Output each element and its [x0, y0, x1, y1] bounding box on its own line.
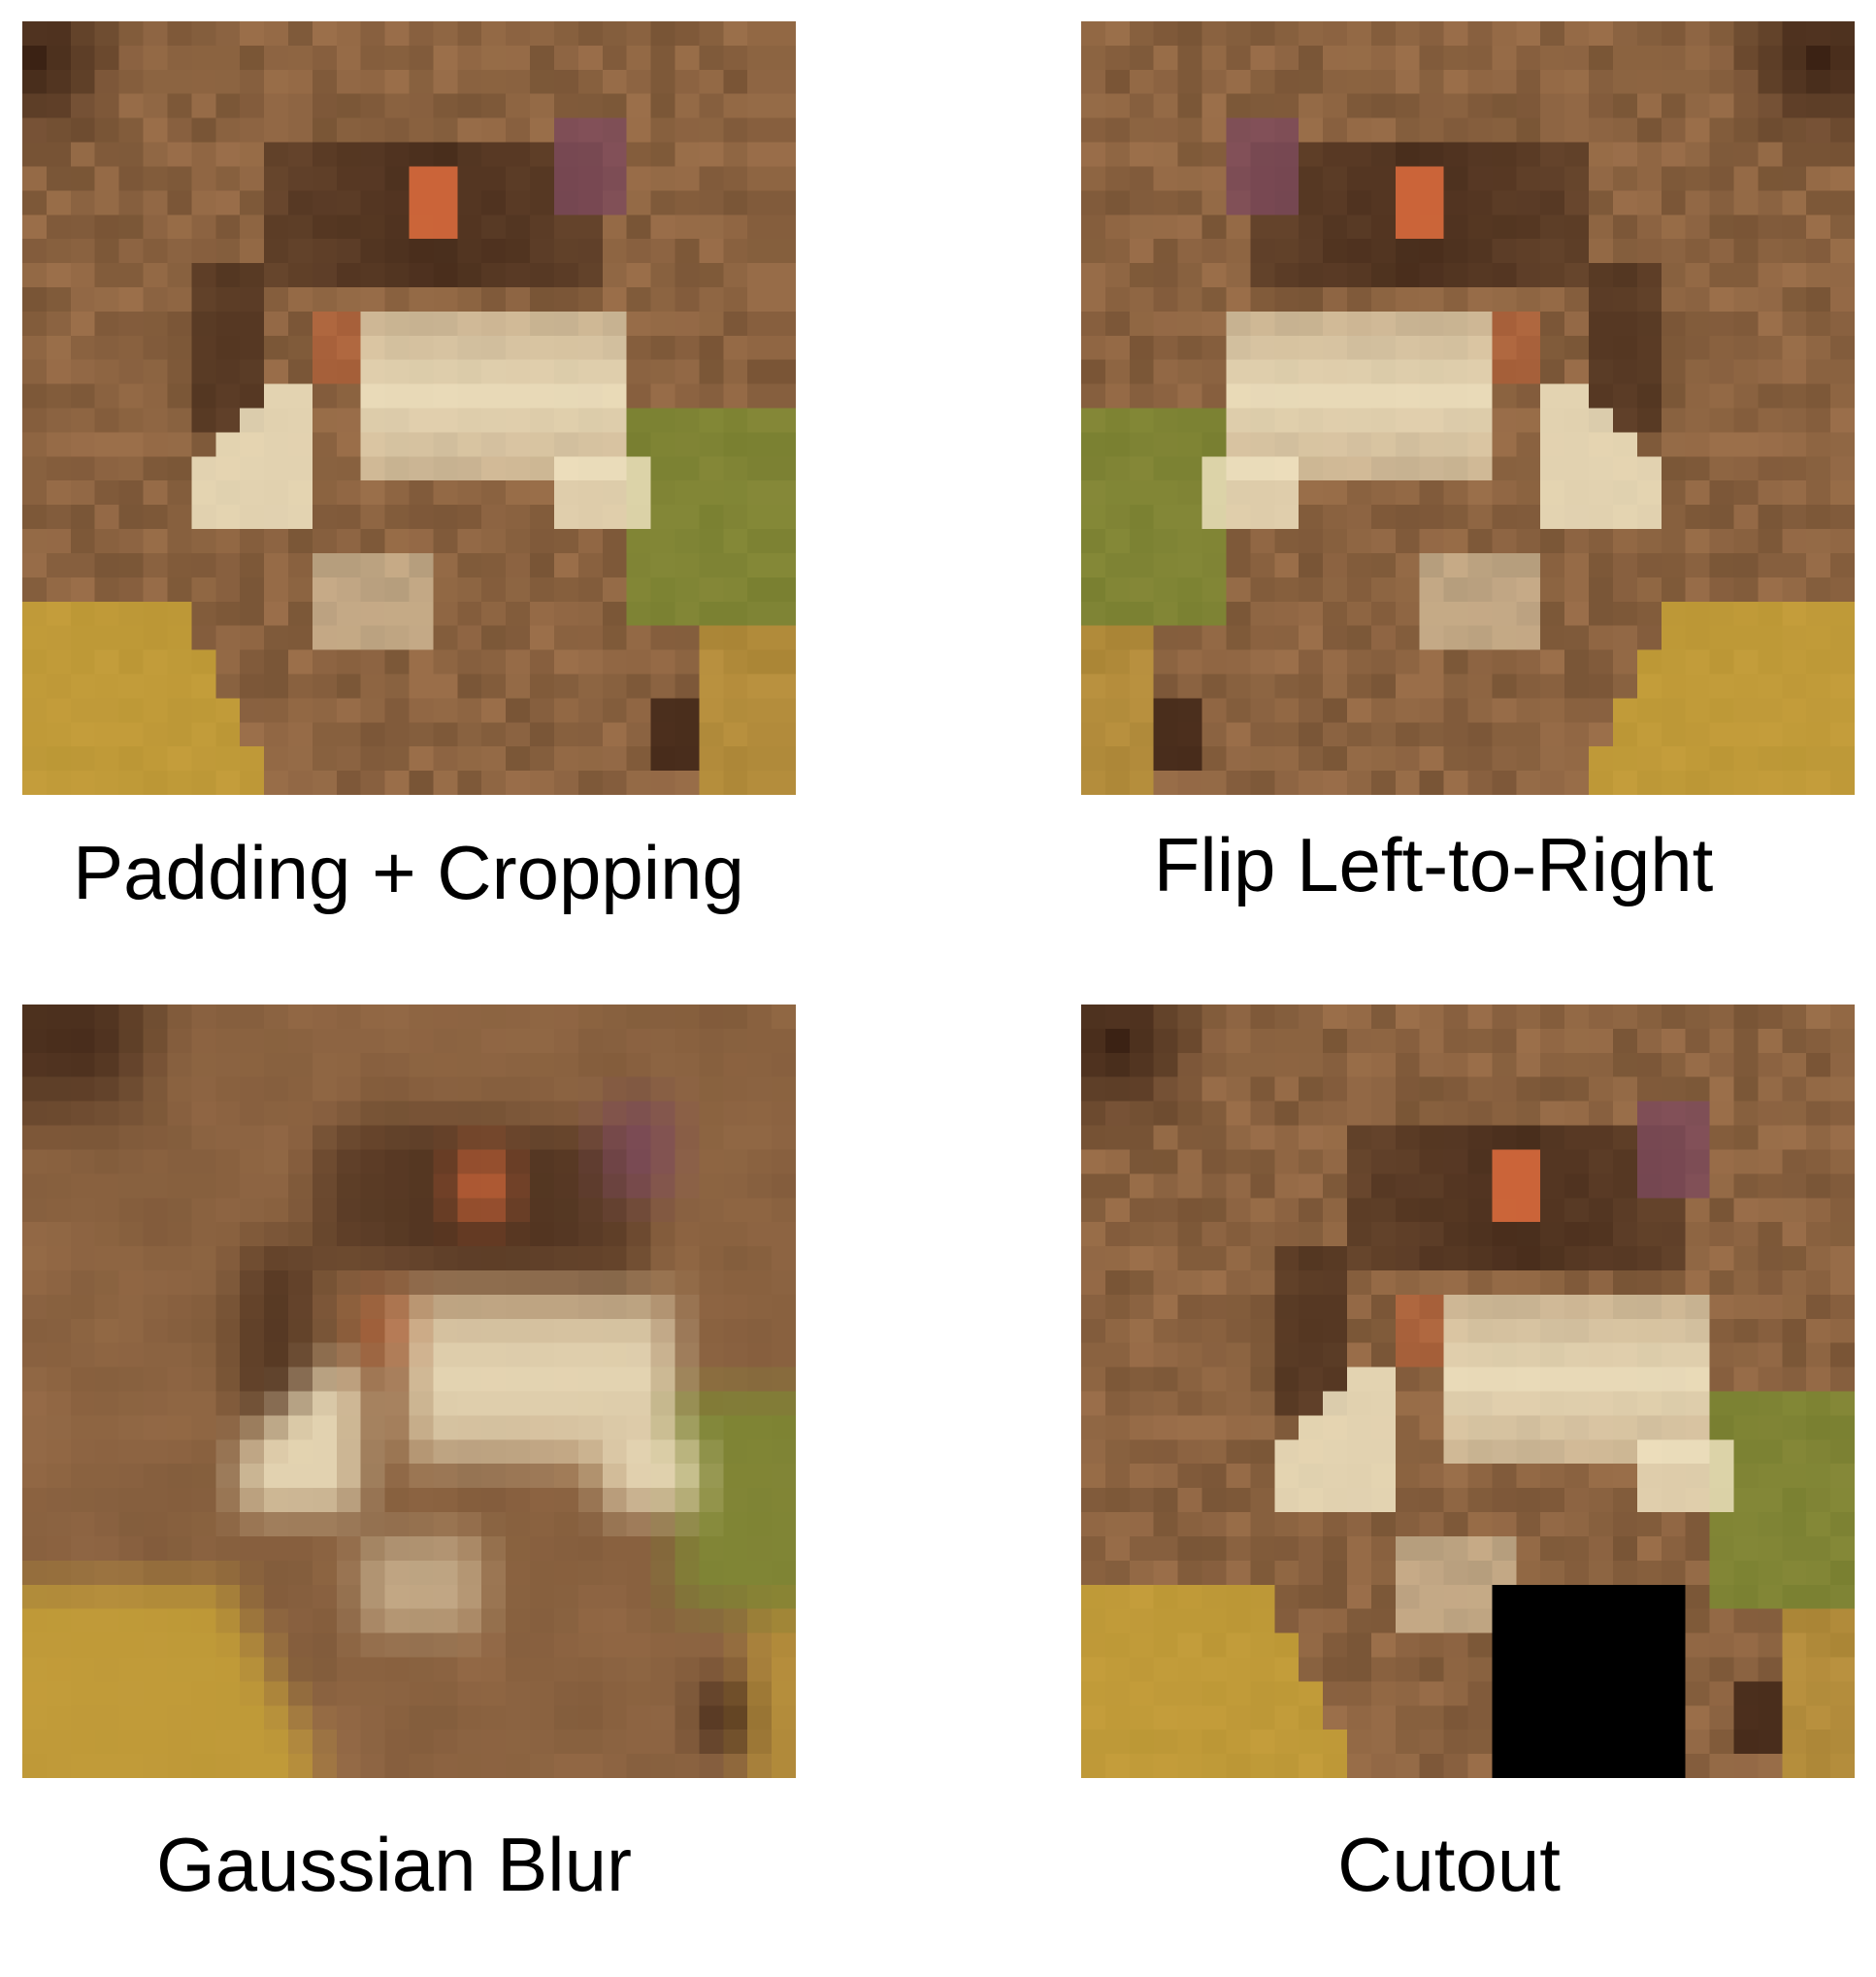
pixelated-frog-image: [22, 21, 796, 795]
augmentation-image-cutout: [1081, 1005, 1855, 1778]
augmentation-image-gaussian-blur: [22, 1005, 796, 1778]
pixelated-frog-image: [1081, 1005, 1855, 1778]
cutout-black-square: [1492, 1584, 1686, 1778]
augmentation-image-flip: [1081, 21, 1855, 795]
caption-gaussian-blur: Gaussian Blur: [156, 1822, 632, 1907]
caption-flip-left-to-right: Flip Left-to-Right: [1153, 822, 1714, 907]
caption-padding-cropping: Padding + Cropping: [73, 830, 744, 915]
augmentation-image-padding-cropping: [22, 21, 796, 795]
pixelated-frog-image: [1081, 21, 1855, 795]
caption-cutout: Cutout: [1337, 1822, 1561, 1907]
pixelated-frog-image: [22, 1005, 796, 1778]
